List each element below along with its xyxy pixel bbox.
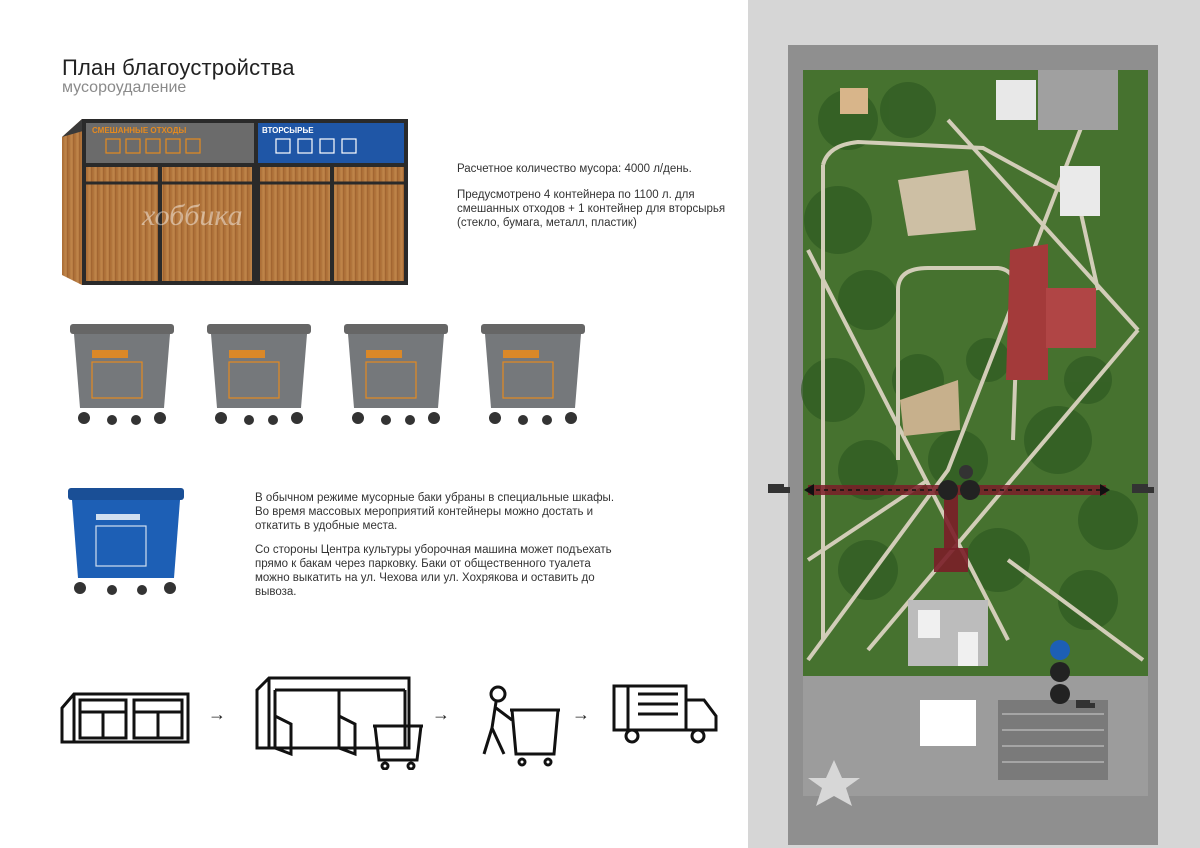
map-play-area (900, 380, 960, 436)
info-para-3: В обычном режиме мусорные баки убраны в … (255, 492, 615, 532)
flow-arrow-2: → (432, 704, 450, 724)
map-playground (898, 170, 976, 236)
info-block-top: Расчетное количество мусора: 4000 л/день… (457, 162, 737, 242)
blue-recycling-bin (68, 488, 184, 595)
cabinet-icon (60, 692, 190, 744)
map-building-2 (1060, 166, 1100, 216)
flow-arrow-3: → (572, 704, 590, 724)
map-route-vertical (944, 490, 958, 550)
page-subtitle: мусороудаление (62, 79, 187, 96)
flow-arrow-1: → (208, 704, 226, 724)
page-title: План благоустройства (62, 55, 295, 80)
map-route-arrow-right (1100, 484, 1110, 496)
map-sandbox (840, 88, 868, 114)
left-panel: План благоустройства мусороудаление (60, 55, 737, 772)
info-para-1: Расчетное количество мусора: 4000 л/день… (457, 163, 692, 175)
open-cabinet-icon (255, 676, 423, 770)
gray-bin-2 (207, 324, 311, 425)
process-flow: → → (60, 672, 720, 772)
garbage-truck-icon (612, 684, 718, 744)
map-kiosk (958, 632, 978, 666)
gray-bin-4 (481, 324, 585, 425)
map-toilet-building (918, 610, 940, 638)
map-building-1 (996, 80, 1036, 120)
person-rolling-bin-icon (482, 685, 560, 767)
map-culture-center (920, 700, 976, 746)
map-sports-court (1006, 244, 1048, 380)
gray-bin-1 (70, 324, 174, 425)
map-bin-markers (938, 465, 1070, 704)
map-route-plaza (934, 548, 968, 572)
map-parking-lines (1002, 713, 1104, 763)
map-paths (806, 109, 1145, 662)
site-plan-map (768, 45, 1158, 845)
map-truck-icons (768, 484, 1154, 708)
map-sports-court-2 (1046, 288, 1096, 348)
map-route-arrow-left (804, 484, 814, 496)
info-para-2: Предусмотрено 4 контейнера по 1100 л. дл… (457, 189, 726, 229)
gray-bin-3 (344, 324, 448, 425)
site-plan-panel (748, 0, 1200, 848)
cabinet-mixed-label: СМЕШАННЫЕ ОТХОДЫ (92, 126, 186, 135)
map-star-monument (808, 760, 860, 806)
cabinet-recycle-label: ВТОРСЫРЬЕ (262, 126, 314, 135)
info-para-4: Со стороны Центра культуры уборочная маш… (255, 544, 612, 598)
map-parking (998, 700, 1108, 780)
info-block-bottom: В обычном режиме мусорные баки убраны в … (255, 491, 615, 609)
map-parking-top (1038, 70, 1118, 130)
waste-cabinet-image: СМЕШАННЫЕ ОТХОДЫ ВТОРСЫРЬЕ хоббика (62, 119, 408, 285)
cabinet-watermark: хоббика (141, 199, 243, 232)
